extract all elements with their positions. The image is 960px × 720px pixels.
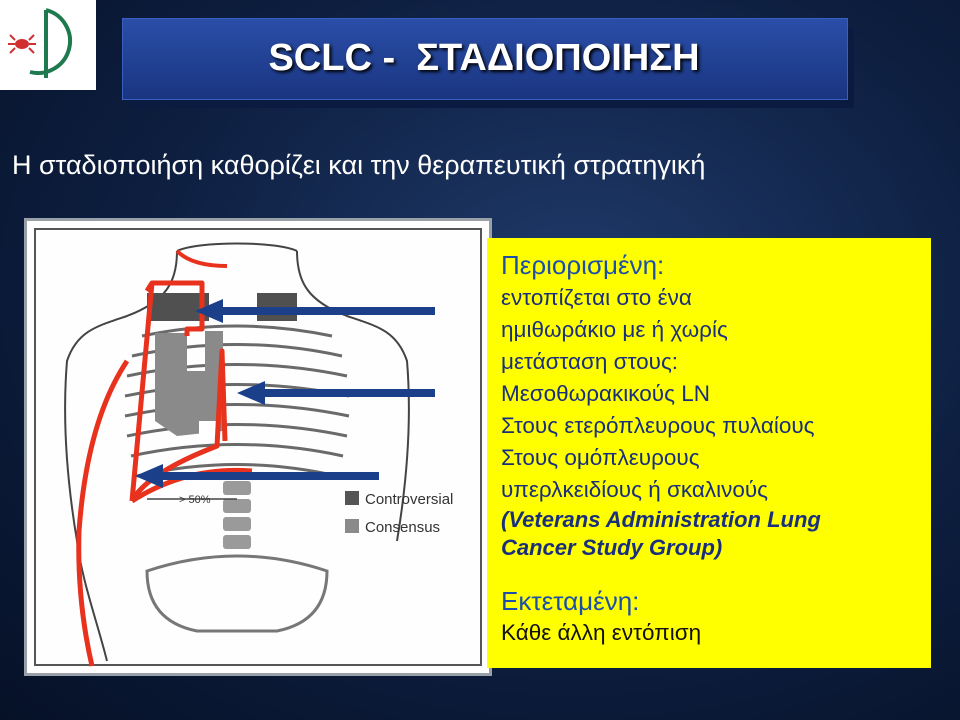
title-bar [122,18,848,100]
legend-swatch-consensus [345,519,359,533]
mediastinal-region [155,331,223,436]
spine [223,481,251,549]
limited-line: μετάσταση στους: [501,349,679,374]
arrow-mediastinum [237,381,435,405]
figure-inner-border [34,228,482,666]
arrow-neck [195,299,435,323]
legend-label-controversial: Controversial [365,491,453,508]
percent-annotation: > 50% [179,494,211,506]
limited-heading: Περιορισμένη: [501,250,665,280]
limited-line: Μεσοθωρακικούς LN [501,381,710,406]
limited-line: υπερλκειδίους ή σκαλινούς [501,477,768,502]
logo [0,0,96,90]
anatomy-figure: > 50% Controversial Consensus [24,218,492,676]
chest-diagram: > 50% Controversial Consensus [34,228,482,667]
staging-panel: Περιορισμένη: εντοπίζεται στο ένα ημιθωρ… [487,238,931,668]
limited-line: εντοπίζεται στο ένα [501,285,692,310]
slide-title: SCLC - ΣΤΑΔΙΟΠΟΙΗΣΗ [268,37,700,79]
extensive-heading: Εκτεταμένη: [501,586,640,616]
limited-line: Στους ομόπλευρους [501,445,700,470]
arrow-hilum [135,464,379,488]
crab-logo-icon [8,8,72,78]
limited-line: ημιθωράκιο με ή χωρίς [501,317,728,342]
source-line: (Veterans Administration Lung [501,507,821,532]
limited-field-outline [129,280,228,503]
extensive-line: Κάθε άλλη εντόπιση [501,620,702,645]
source-line: Cancer Study Group) [501,535,723,560]
pelvis [145,554,329,633]
legend-swatch-controversial [345,491,359,505]
supraclavicular-region [147,293,209,321]
limited-line: Στους ετερόπλευρους πυλαίους [501,413,815,438]
legend-label-consensus: Consensus [365,519,440,536]
slide-subtitle: Η σταδιοποιήση καθορίζει και την θεραπευ… [12,150,706,180]
torso-outline [64,242,410,662]
